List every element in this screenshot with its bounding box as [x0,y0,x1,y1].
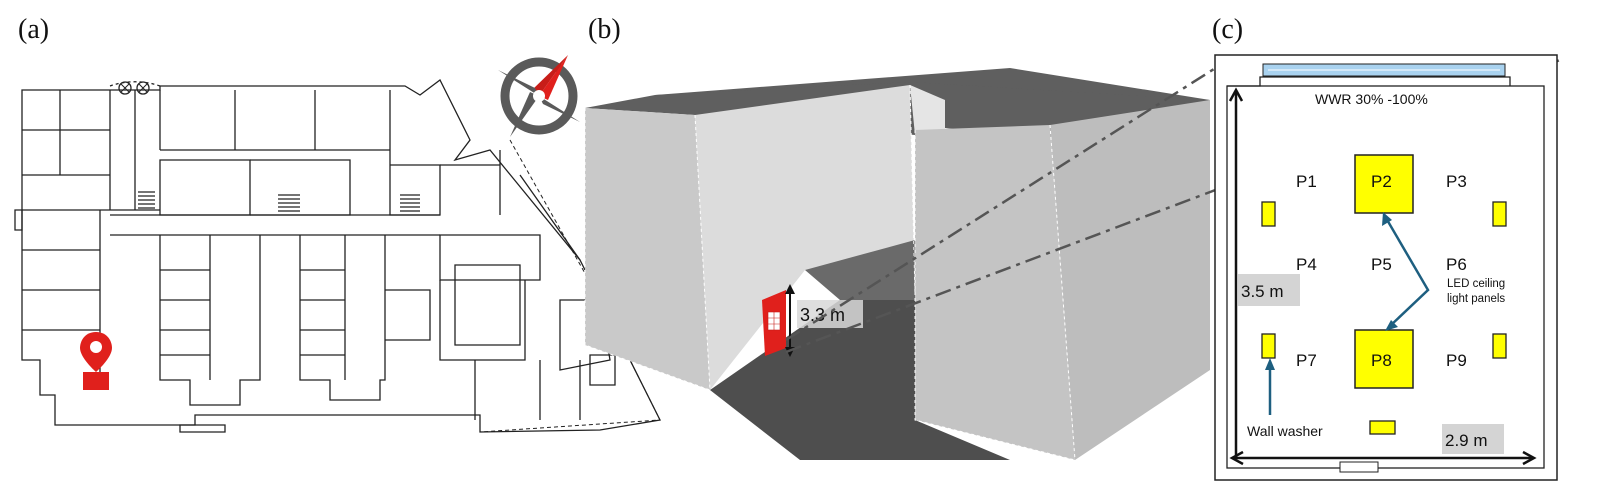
projection-lines [785,58,1561,354]
panel-b-label: (b) [588,14,621,45]
point-label-p6: P6 [1446,255,1467,274]
led-panels-label-line1: LED ceiling [1447,278,1505,290]
wall-washer-3 [1261,333,1276,359]
point-label-p7: P7 [1296,351,1317,370]
wall-washer-5 [1369,420,1396,435]
room-height-label: 3.3 m [800,305,845,325]
wall-washer-1 [1261,201,1276,227]
point-label-p4: P4 [1296,255,1317,274]
panel-c-label: (c) [1212,14,1244,45]
height-label-bg [797,300,863,328]
point-label-p8: P8 [1371,351,1392,370]
floor-plan [14,79,661,433]
height-dimension-label: 3.5 m [1241,282,1284,301]
compass-icon [498,55,580,137]
point-label-p5: P5 [1371,255,1392,274]
led-panel-p2 [1354,154,1414,214]
led-panels-label-line2: light panels [1447,293,1505,305]
point-label-p1: P1 [1296,172,1317,191]
led-panel-p8 [1354,329,1414,389]
wall-washer-2 [1492,201,1507,227]
room-3d-model [584,68,1210,461]
room-plan [1214,54,1558,481]
width-dimension-label: 2.9 m [1445,431,1488,450]
wall-washer-4 [1492,333,1507,359]
point-label-p9: P9 [1446,351,1467,370]
location-pin-icon [80,332,112,390]
wall-washer-label: Wall washer [1247,423,1323,439]
point-label-p3: P3 [1446,172,1467,191]
point-label-p2: P2 [1371,172,1392,191]
wwr-label: WWR 30% -100% [1315,91,1428,107]
panel-a-label: (a) [18,14,50,45]
